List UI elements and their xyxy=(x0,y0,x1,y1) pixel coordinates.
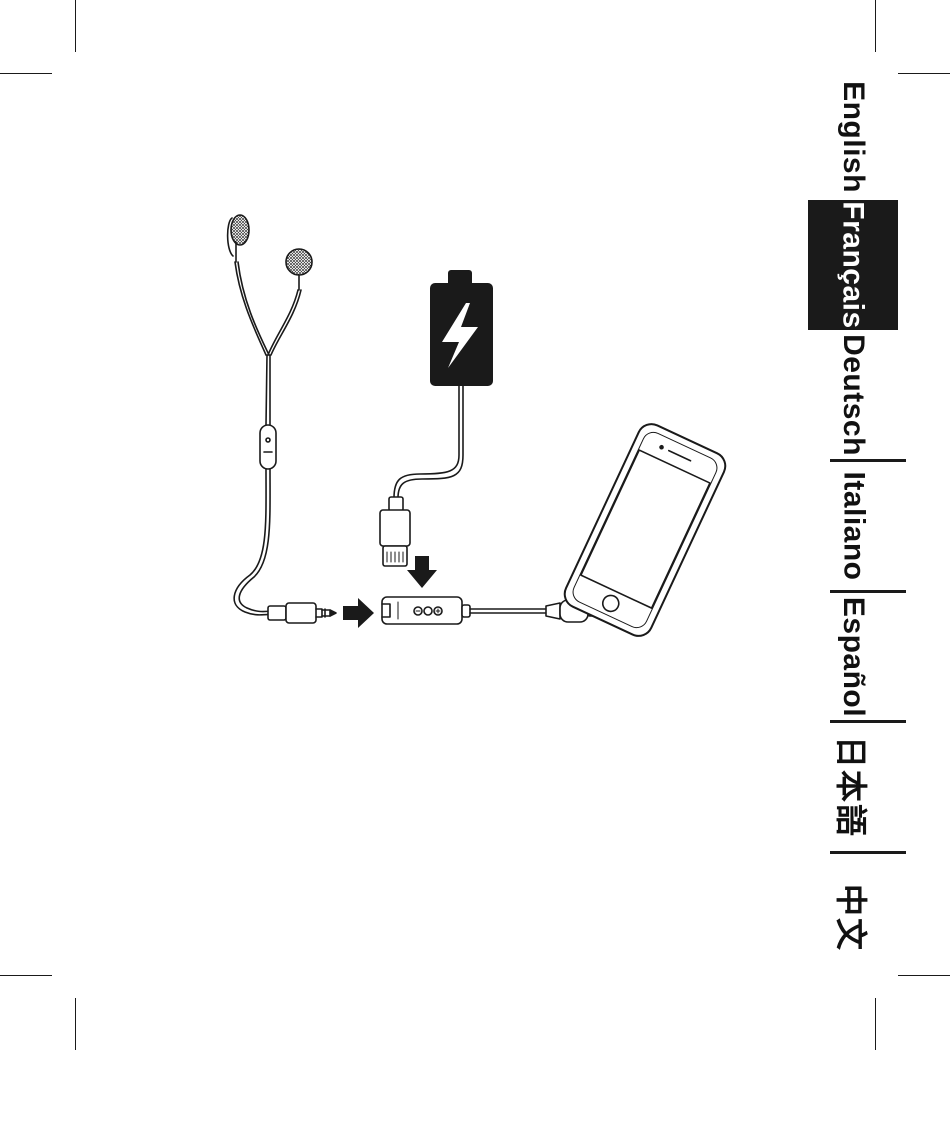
tab-espanol[interactable]: Español xyxy=(808,592,898,722)
crop-mark-bottom-left xyxy=(75,998,76,1050)
inline-remote-icon xyxy=(260,425,276,469)
tab-label: Italiano xyxy=(836,471,870,580)
smartphone-icon xyxy=(560,420,730,640)
crop-mark-bottom-right-h xyxy=(898,975,950,976)
tab-label: Español xyxy=(836,597,870,717)
tab-label: Deutsch xyxy=(836,334,870,456)
tab-label: English xyxy=(836,81,870,193)
arrow-down-icon xyxy=(407,556,437,588)
lightning-plug-icon xyxy=(380,497,410,566)
crop-mark-top-right-h xyxy=(898,73,950,74)
tab-label: 日本語 xyxy=(830,736,876,838)
tab-francais[interactable]: Français xyxy=(808,200,898,330)
battery-charging-icon xyxy=(430,270,493,386)
language-tab-strip: English Français Deutsch Italiano Españo… xyxy=(808,72,898,982)
connection-illustration xyxy=(200,200,730,640)
tab-chinese[interactable]: 中文 xyxy=(808,853,898,983)
crop-mark-top-left xyxy=(75,0,76,52)
crop-mark-bottom-left-h xyxy=(0,975,52,976)
tab-italiano[interactable]: Italiano xyxy=(808,461,898,591)
crop-mark-top-left-h xyxy=(0,73,52,74)
audio-jack-icon xyxy=(268,603,336,623)
tab-label: 中文 xyxy=(830,884,876,952)
tab-label: Français xyxy=(836,201,870,328)
tab-japanese[interactable]: 日本語 xyxy=(808,722,898,852)
earphones-icon xyxy=(228,215,312,425)
adapter-icon xyxy=(382,597,470,624)
crop-mark-top-right xyxy=(875,0,876,52)
tab-english[interactable]: English xyxy=(808,72,898,202)
crop-mark-bottom-right xyxy=(875,998,876,1050)
arrow-right-icon xyxy=(343,598,374,628)
tab-deutsch[interactable]: Deutsch xyxy=(808,330,898,460)
